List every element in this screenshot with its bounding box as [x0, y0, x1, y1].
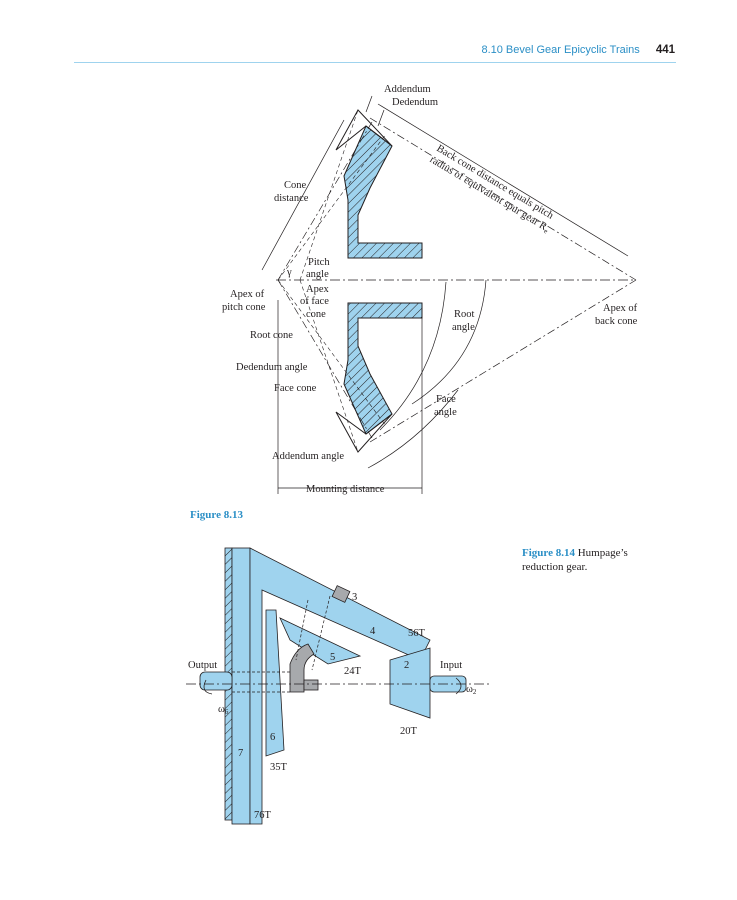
gear-5: [279, 617, 362, 665]
label-cone-distance-2: distance: [274, 193, 309, 204]
label-56T: 56T: [408, 628, 426, 639]
root-angle-arc: [411, 279, 487, 405]
label-n3: 3: [352, 592, 357, 603]
cone-distance-dimension: [261, 119, 345, 271]
header-section-title: 8.10 Bevel Gear Epicyclic Trains: [481, 44, 640, 56]
bent-pin-tip: [303, 679, 319, 691]
figure-8-14-caption-text-1: Humpage’s: [577, 547, 628, 559]
label-gamma: γ: [286, 267, 292, 278]
label-face-angle-2: angle: [434, 407, 457, 418]
figure-8-13-caption: Figure 8.13: [190, 509, 243, 521]
gear-2: [389, 647, 431, 719]
label-35T: 35T: [270, 762, 288, 773]
addendum-angle-arc: [367, 389, 459, 469]
pitch-cone-line-upper: [277, 121, 373, 281]
label-root-angle-2: angle: [452, 322, 475, 333]
label-input: Input: [440, 660, 462, 671]
hidden-line-3: [295, 599, 309, 661]
label-apex-back-2: back cone: [595, 316, 638, 327]
label-n4: 4: [370, 626, 376, 637]
addendum-leader: [365, 95, 373, 113]
arm-7: [231, 547, 251, 825]
label-apex-back-1: Apex of: [603, 303, 638, 314]
label-apex-face-3: cone: [306, 309, 326, 320]
label-apex-pitch-1: Apex of: [230, 289, 265, 300]
label-addendum-angle: Addendum angle: [272, 451, 344, 462]
label-face-cone: Face cone: [274, 383, 317, 394]
output-shaft: [199, 671, 233, 691]
root-cone-line-upper: [277, 133, 387, 281]
back-cone-distance-arrow: [377, 103, 629, 257]
label-n7: 7: [238, 748, 243, 759]
omega-2-arrow: [455, 677, 462, 695]
dedendum-leader: [377, 109, 385, 127]
face-cone-line-lower: [299, 279, 359, 453]
label-apex-face-2: of face: [300, 296, 329, 307]
tooth-outline-lower: [335, 411, 393, 453]
label-24T: 24T: [344, 666, 362, 677]
label-root-angle-1: Root: [454, 309, 475, 320]
label-mounting-distance: Mounting distance: [306, 484, 385, 495]
label-apex-pitch-2: pitch cone: [222, 302, 266, 313]
face-cone-line-upper: [299, 109, 359, 281]
hidden-line-4: [311, 595, 331, 671]
figure-8-14-caption: Figure 8.14 Humpage’s reduction gear.: [522, 546, 628, 574]
page-number: 441: [655, 44, 675, 56]
label-output: Output: [188, 660, 217, 671]
bent-pin: [289, 643, 315, 693]
label-dedendum-angle: Dedendum angle: [236, 362, 308, 373]
label-n5: 5: [330, 652, 335, 663]
back-cone-line-lower: [369, 279, 637, 443]
label-n2: 2: [404, 660, 409, 671]
omega-6-arrow: [203, 679, 213, 695]
label-pitch-angle-2: angle: [306, 269, 329, 280]
label-pitch-angle-1: Pitch: [308, 257, 330, 268]
label-20T: 20T: [400, 726, 418, 737]
label-cone-distance-1: Cone: [284, 180, 307, 191]
label-addendum: Addendum: [384, 84, 431, 95]
back-cone-line-upper: [369, 117, 637, 281]
label-76T: 76T: [254, 810, 272, 821]
gear-6: [265, 609, 285, 757]
carrier-arm: [249, 547, 431, 825]
face-angle-arc: [379, 281, 447, 431]
figure-8-14-caption-label: Figure 8.14: [522, 547, 575, 559]
label-face-angle-1: Face: [436, 394, 456, 405]
tooth-outline-upper: [335, 109, 393, 151]
label-n6: 6: [270, 732, 275, 743]
label-omega6: ω6: [218, 704, 229, 716]
gear-section-upper: [343, 125, 423, 259]
running-header: 8.10 Bevel Gear Epicyclic Trains 441: [481, 44, 675, 56]
label-root-cone: Root cone: [250, 330, 293, 341]
label-dedendum: Dedendum: [392, 97, 438, 108]
label-omega2: ω2: [466, 684, 477, 696]
gear-section-lower: [343, 302, 423, 435]
gear-3-pin: [331, 585, 351, 603]
label-back-cone-2: radius of equivalent spur gear Re: [427, 154, 551, 235]
label-apex-face-1: Apex: [306, 284, 329, 295]
root-cone-line-lower: [277, 279, 387, 427]
label-back-cone-1: Back cone distance equals pitch: [434, 143, 555, 222]
header-rule: [74, 62, 676, 63]
figure-8-14-caption-text-2: reduction gear.: [522, 561, 588, 573]
pitch-cone-line-lower: [277, 279, 373, 439]
